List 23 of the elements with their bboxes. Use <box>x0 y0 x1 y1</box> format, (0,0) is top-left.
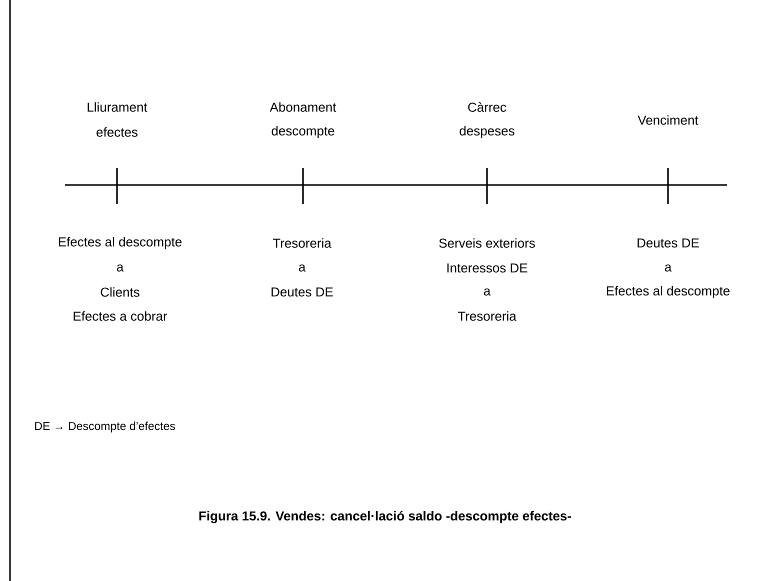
entry-label: Serveis exteriors <box>439 238 535 248</box>
event-label: descompte <box>272 126 334 138</box>
entry-label: Efectes al descompte <box>606 286 730 298</box>
event-label: despeses <box>460 126 514 138</box>
event-label: efectes <box>96 127 138 137</box>
entry-label: Tresoreria <box>458 311 516 321</box>
entry-label: Interessos DE <box>447 263 528 273</box>
entry-label: a <box>298 264 306 272</box>
entry-label: a <box>116 264 124 272</box>
entry-label: Deutes DE <box>638 238 699 248</box>
event-label: Càrrec <box>468 102 506 112</box>
entry-label: Efectes al descompte <box>58 236 182 250</box>
entry-label: Efectes a cobrar <box>74 311 168 321</box>
entry-label: Deutes DE <box>272 287 333 297</box>
entry-label: a <box>664 264 672 272</box>
abbreviation-note: DE → Descompte d’efectes <box>35 422 176 432</box>
entry-label: Clients <box>100 287 140 297</box>
event-label: Lliurament <box>88 102 148 112</box>
figure-caption: Figura 15.9. Vendes: cancel·lació saldo -descompte efectes- <box>199 510 571 524</box>
event-label: Venciment <box>638 115 698 125</box>
event-label: Abonament <box>270 102 336 112</box>
entry-label: a <box>484 288 491 296</box>
entry-label: Tresoreria <box>272 238 332 248</box>
